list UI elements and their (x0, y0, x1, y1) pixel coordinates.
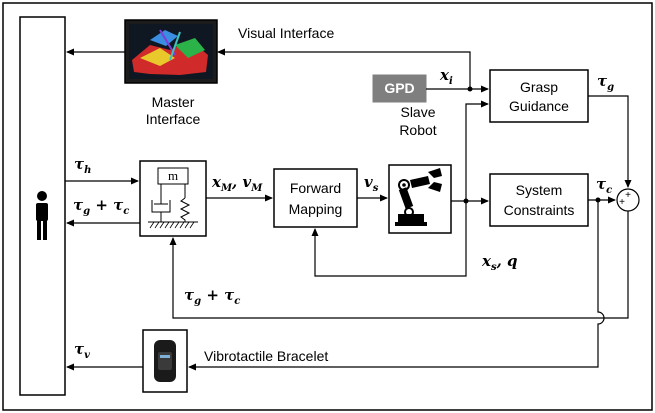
grasp-guidance-label-line1: Grasp (520, 79, 558, 95)
signal-x-i: xi (439, 66, 453, 87)
slave-robot-block (388, 164, 452, 234)
grasp-guidance-label-line2: Guidance (509, 98, 569, 114)
junction-dots (463, 86, 601, 204)
gpd-label: GPD (384, 80, 414, 96)
sum-plus-left: + (619, 197, 625, 208)
person-icon (36, 191, 48, 240)
spring-icon (179, 197, 191, 222)
system-constraints-label-line2: Constraints (504, 202, 575, 218)
bracelet-icon (142, 329, 188, 393)
signal-tau-g: τg (597, 72, 614, 93)
slave-robot-label-line1: Slave (400, 104, 435, 120)
visual-interface-image (124, 19, 218, 84)
system-constraints-label-line1: System (516, 182, 563, 198)
signal-tau-g-plus-tau-c-bottom: τg + τc (184, 286, 240, 307)
forward-mapping-label-line1: Forward (290, 180, 341, 196)
robot-arm-icon (395, 168, 442, 226)
signal-tau-h: τh (74, 155, 91, 176)
signal-tau-g-plus-tau-c-left: τg + τc (73, 196, 129, 217)
signal-v-s: vs (364, 173, 379, 194)
human-operator-block (19, 16, 66, 396)
grasp-guidance-block (489, 69, 589, 123)
forward-mapping-block (273, 168, 358, 228)
summing-junction: + + (616, 188, 640, 212)
mass-label: m (168, 168, 178, 183)
signal-tau-v: τv (74, 340, 90, 361)
system-constraints-block (489, 173, 589, 227)
master-interface-label-line1: Master (152, 94, 195, 110)
signal-tau-c: τc (596, 175, 612, 196)
vibrotactile-bracelet-label: Vibrotactile Bracelet (204, 348, 328, 364)
signal-x-s-q: xs, q (481, 252, 518, 273)
master-interface-label-line2: Interface (146, 111, 201, 127)
forward-mapping-label-line2: Mapping (289, 201, 343, 217)
sum-plus-top: + (625, 190, 631, 201)
gpd-block (372, 74, 427, 103)
mass-box (157, 167, 189, 185)
signal-x-M-v-M: xM, vM (211, 173, 263, 194)
damper-icon (151, 198, 171, 222)
slave-robot-label-line2: Robot (399, 122, 436, 138)
master-interface-block: m (139, 160, 207, 237)
visual-interface-label: Visual Interface (238, 25, 334, 41)
signal-lines (65, 48, 632, 371)
